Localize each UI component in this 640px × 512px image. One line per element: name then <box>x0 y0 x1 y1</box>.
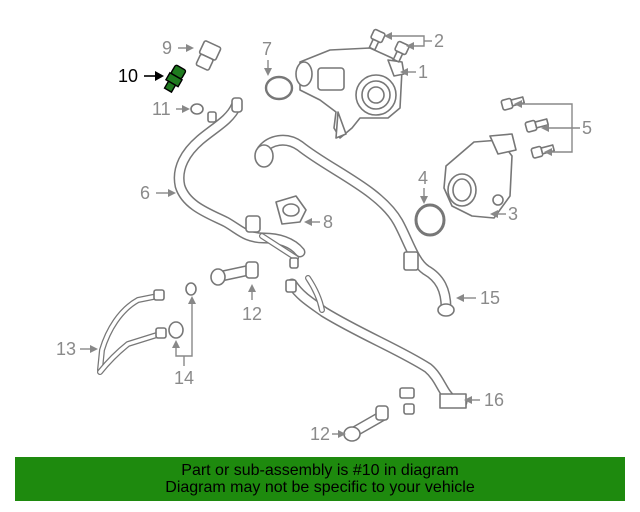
banner-line-disclaimer: Diagram may not be specific to your vehi… <box>165 479 475 496</box>
callout-5: 5 <box>582 118 592 138</box>
callout-10-highlighted: 10 <box>118 66 138 86</box>
callout-7: 7 <box>262 39 272 59</box>
callout-4: 4 <box>418 168 428 188</box>
callout-12-upper: 12 <box>242 304 262 324</box>
part-3-thermostat-housing[interactable] <box>443 133 517 219</box>
part-4-o-ring[interactable] <box>414 203 446 237</box>
callout-1: 1 <box>418 62 428 82</box>
part-15-hose[interactable] <box>254 134 455 317</box>
callout-2: 2 <box>434 31 444 51</box>
part-7-o-ring[interactable] <box>264 75 294 101</box>
callout-8: 8 <box>323 212 333 232</box>
callout-12-lower: 12 <box>310 424 330 444</box>
callout-16: 16 <box>484 390 504 410</box>
callout-6: 6 <box>140 183 150 203</box>
part-10-temperature-sensor[interactable] <box>162 64 187 94</box>
callout-13: 13 <box>56 339 76 359</box>
leader-lines <box>80 32 580 438</box>
part-12-connector-lower[interactable] <box>343 405 389 442</box>
callout-14: 14 <box>174 368 194 388</box>
callout-15: 15 <box>480 288 500 308</box>
callout-9: 9 <box>162 38 172 58</box>
part-14-seal[interactable] <box>168 282 197 339</box>
part-16-lower-pipe[interactable] <box>285 275 468 415</box>
callout-11: 11 <box>152 99 171 119</box>
part-8-gasket[interactable] <box>275 195 307 225</box>
part-1-housing[interactable] <box>295 47 405 139</box>
callout-3: 3 <box>508 204 518 224</box>
part-9-plug[interactable] <box>194 40 222 71</box>
part-12-connector-upper[interactable] <box>210 261 259 286</box>
part-6-coolant-pipe[interactable] <box>173 97 306 269</box>
part-11-washer[interactable] <box>190 103 204 115</box>
banner-line-part-number: Part or sub-assembly is #10 in diagram <box>181 462 459 479</box>
part-2-bolts[interactable] <box>367 28 410 63</box>
part-13-bypass-tubes[interactable] <box>97 289 167 375</box>
diagram-notice-banner: Part or sub-assembly is #10 in diagram D… <box>15 457 625 501</box>
